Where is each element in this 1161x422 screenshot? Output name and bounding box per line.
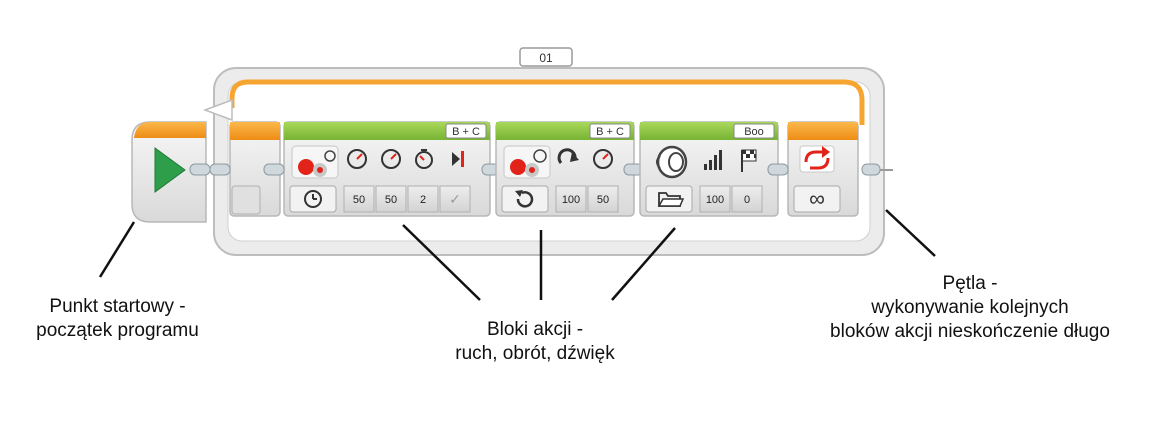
actions-annotation-line: ruch, obrót, dźwięk [455, 343, 615, 364]
play-type-flag-icon [741, 149, 757, 172]
speed-right-icon [381, 149, 401, 169]
move-steering-block[interactable]: B + C 100 50 [495, 121, 645, 217]
timer-mode-icon [304, 190, 322, 208]
param-seconds-value: 2 [420, 194, 426, 206]
move-steering-mode-button[interactable] [501, 185, 549, 213]
param-steering-power[interactable] [555, 185, 587, 213]
start-out-connector-icon [189, 163, 211, 176]
loop-end-segment[interactable]: ∞ [787, 121, 859, 217]
loop-mode-symbol: ∞ [809, 186, 825, 211]
seconds-icon [415, 149, 433, 169]
pointer-start [98, 221, 136, 278]
move-steering-port-selector[interactable] [589, 123, 631, 139]
play-icon [154, 147, 186, 193]
loop-annotation: Pętla - wykonywanie kolejnych bloków akc… [780, 272, 1160, 344]
loop-start-segment[interactable] [229, 121, 281, 217]
param-play-type-value: 0 [744, 194, 750, 206]
loop-name-label: 01 [539, 51, 553, 65]
folder-icon [657, 192, 685, 207]
pointer-move-tank [402, 224, 481, 301]
param-brake[interactable] [439, 185, 471, 213]
sound-out-connector-icon [767, 163, 789, 176]
loop-return-arrow [229, 79, 865, 125]
speed-left-icon [347, 149, 367, 169]
pointer-sound [611, 227, 676, 301]
sound-block[interactable]: Boo 100 0 [639, 121, 789, 217]
param-left-power-value: 50 [353, 194, 365, 206]
loop-name-tab[interactable] [519, 47, 573, 67]
loop-annotation-line: bloków akcji nieskończenie długo [830, 321, 1110, 342]
volume-icon [704, 150, 722, 170]
loop-mode-button[interactable] [793, 185, 841, 213]
param-play-type[interactable] [731, 185, 763, 213]
steering-motor-icon [503, 145, 551, 179]
param-steering-rotations[interactable] [587, 185, 619, 213]
start-annotation-line: Punkt startowy - [49, 296, 186, 317]
brake-icon [452, 151, 464, 167]
annotation-pointers [98, 209, 936, 301]
param-right-power[interactable] [375, 185, 407, 213]
rotate-icon [557, 148, 579, 164]
actions-annotation: Bloki akcji - ruch, obrót, dźwięk [420, 318, 650, 366]
actions-annotation-line: Bloki akcji - [486, 319, 584, 340]
sound-file-selector[interactable] [733, 123, 775, 139]
speaker-icon [656, 145, 688, 179]
move-tank-port-label: B + C [452, 126, 480, 138]
param-steering-power-value: 100 [562, 194, 580, 206]
loop-annotation-line: wykonywanie kolejnych [871, 297, 1069, 318]
loop-annotation-line: Pętla - [942, 273, 998, 294]
move-tank-port-selector[interactable] [445, 123, 487, 139]
steering-speed-icon [593, 149, 613, 169]
start-annotation: Punkt startowy - początek programu [0, 295, 235, 343]
loop-repeat-icon [799, 145, 835, 173]
loop-in-connector-icon [209, 163, 231, 176]
loop-out-connector-icon [861, 163, 893, 176]
tank-motor-icon [291, 145, 339, 179]
param-left-power[interactable] [343, 185, 375, 213]
move-tank-block[interactable]: B + C [263, 121, 503, 217]
param-brake-value: ✓ [449, 191, 461, 207]
sound-file-label: Boo [744, 126, 764, 138]
move-tank-in-connector-icon [263, 163, 285, 176]
rotations-mode-icon [515, 190, 534, 208]
start-block[interactable] [131, 121, 231, 223]
move-steering-port-label: B + C [596, 126, 624, 138]
param-right-power-value: 50 [385, 194, 397, 206]
param-volume[interactable] [699, 185, 731, 213]
start-annotation-line: początek programu [36, 320, 199, 341]
loop-start-mode-slot [231, 185, 261, 215]
pointer-loop [885, 209, 936, 257]
param-volume-value: 100 [706, 194, 724, 206]
param-seconds[interactable] [407, 185, 439, 213]
loop-arrow-head-icon [202, 98, 233, 122]
param-steering-rotations-value: 50 [597, 194, 609, 206]
